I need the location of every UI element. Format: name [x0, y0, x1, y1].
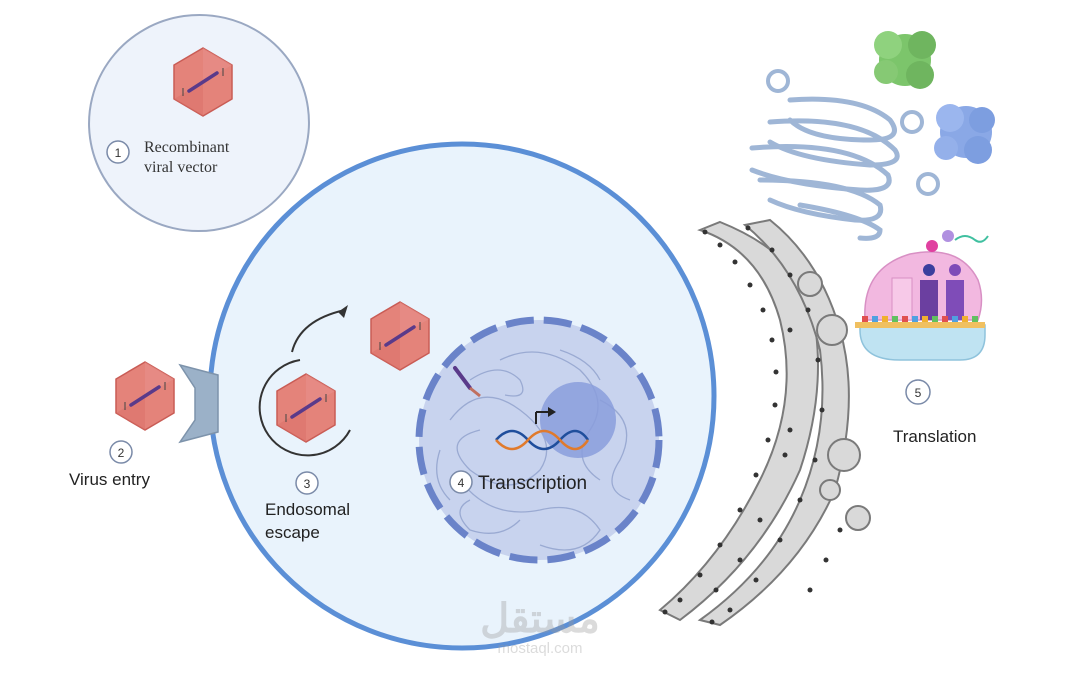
step-3-label-line2: escape	[265, 523, 320, 542]
svg-text:3: 3	[304, 477, 311, 491]
watermark-latin: mostaql.com	[497, 640, 582, 657]
ribosome	[855, 230, 989, 361]
watermark-logo: مستقل mostaql.com	[480, 597, 600, 657]
step-3-label-line1: Endosomal	[265, 500, 350, 519]
protein-green-icon	[874, 31, 936, 89]
step-4-badge: 4	[449, 470, 473, 494]
step-2-badge: 2	[109, 440, 133, 464]
svg-text:2: 2	[118, 446, 125, 460]
step-2-label: Virus entry	[69, 470, 150, 489]
cell-receptor-icon	[178, 363, 219, 444]
dna-icon	[495, 407, 590, 451]
step-4-label: Transcription	[478, 473, 587, 494]
endoplasmic-reticulum	[658, 218, 871, 627]
step-5-label: Translation	[893, 427, 976, 446]
step-1-badge: 1	[106, 140, 130, 164]
step-3-badge: 3	[295, 471, 319, 495]
nucleus	[415, 316, 663, 564]
step-5-badge: 5	[905, 379, 931, 405]
watermark-arabic: مستقل	[480, 597, 600, 641]
svg-text:4: 4	[458, 476, 465, 490]
viral-vector-panel	[88, 13, 310, 233]
plasmid-icon	[453, 366, 481, 398]
mrna-strand	[855, 316, 985, 328]
step-1-label-line1: Recombinant	[144, 139, 230, 156]
golgi-apparatus	[749, 69, 940, 241]
protein-blue-icon	[934, 104, 995, 164]
step-1-label-line2: viral vector	[144, 159, 218, 176]
svg-text:1: 1	[115, 146, 122, 160]
svg-text:5: 5	[915, 386, 922, 400]
endosome	[258, 305, 351, 457]
